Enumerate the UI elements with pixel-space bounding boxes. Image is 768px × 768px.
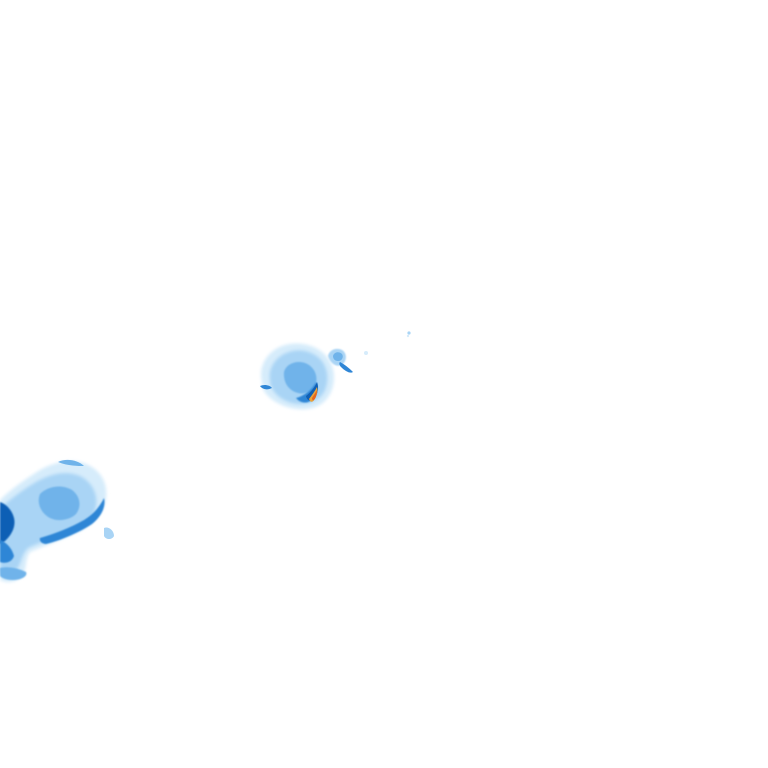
rain-cell-west-tail [0, 567, 27, 580]
rain-speck [407, 331, 411, 335]
rain-cell-west [0, 459, 114, 582]
rain-cell-west-spur [104, 527, 114, 539]
rain-cell-west-edge [58, 459, 84, 466]
rain-cell-west-core [0, 502, 15, 544]
rain-cell-central-intense [309, 387, 318, 402]
rain-cell-central-extreme [312, 390, 317, 401]
rain-cell-central [260, 343, 334, 410]
rain-cell-central-medium [283, 362, 317, 394]
rain-cell-satellite-core [333, 352, 343, 361]
rain-cell-west-core-strong [0, 540, 14, 563]
rain-cell-west-medium [38, 486, 80, 521]
rain-cell-central-spur [260, 384, 272, 390]
rain-cell-satellite [328, 331, 411, 373]
rain-cell-west-rim [39, 498, 105, 544]
rain-speck [406, 334, 410, 338]
rain-speck [364, 351, 368, 355]
rain-cell-satellite-tail [339, 362, 353, 373]
